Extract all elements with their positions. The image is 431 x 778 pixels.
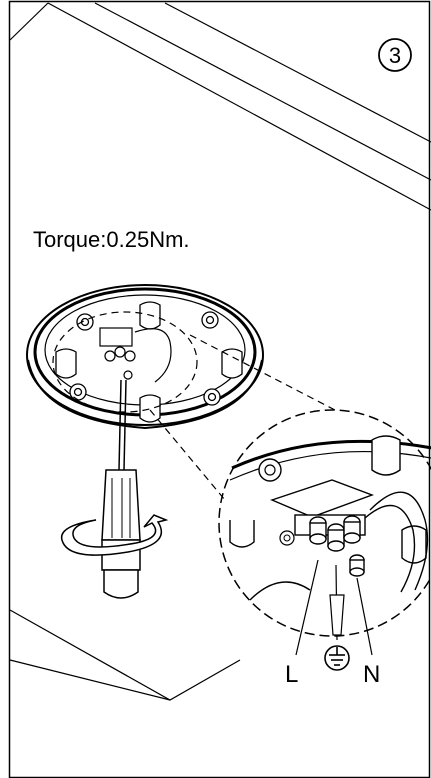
- base-terminal-block: [99, 327, 172, 383]
- screw-icon: [258, 458, 282, 482]
- neutral-terminal-label: N: [363, 661, 380, 688]
- screw-icon: [201, 311, 219, 329]
- zoom-detail: [218, 409, 431, 656]
- screw-icon: [279, 530, 295, 546]
- screw-icon: [203, 388, 221, 406]
- base-screws: [69, 311, 221, 406]
- step-number-badge: 3: [378, 38, 412, 72]
- live-terminal-label: L: [285, 661, 298, 688]
- screw-icon: [76, 313, 94, 331]
- step-number: 3: [389, 43, 401, 68]
- torque-label: Torque:0.25Nm.: [33, 227, 190, 252]
- screwdriver-icon: [101, 379, 141, 599]
- terminal-screws: [309, 515, 365, 577]
- ceiling-plate-outline: [9, 2, 431, 701]
- earth-ground-icon: [324, 645, 350, 671]
- screw-icon: [69, 383, 87, 401]
- rotation-arrow-icon: [60, 514, 169, 556]
- zoom-connector: [52, 311, 336, 501]
